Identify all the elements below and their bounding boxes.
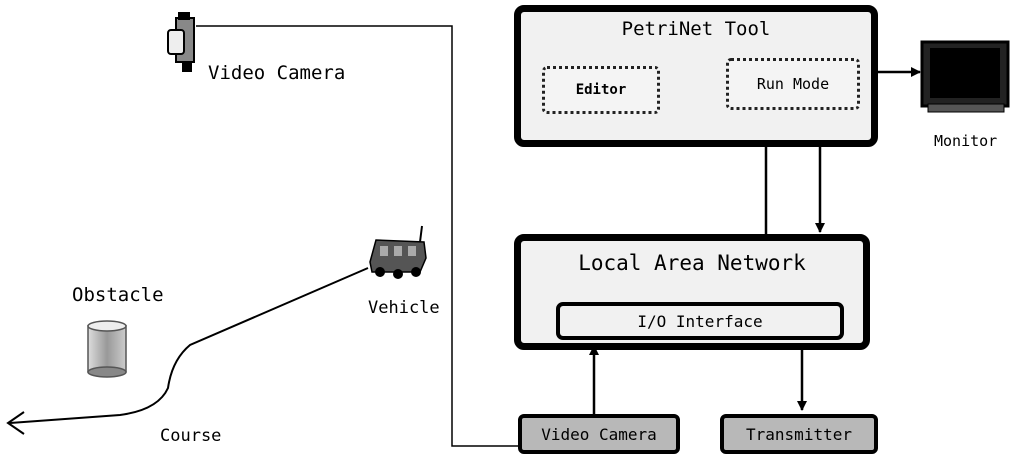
run-mode-label: Run Mode [757,75,829,93]
obstacle-icon [88,321,126,377]
video-camera-hw-label: Video Camera [541,425,657,444]
transmitter-box: Transmitter [720,414,878,454]
petrinet-tool-label: PetriNet Tool [521,18,871,40]
camera-cable-line [196,26,520,446]
obstacle-label: Obstacle [72,284,164,306]
io-interface-box: I/O Interface [556,302,844,340]
lan-label: Local Area Network [521,251,863,275]
transmitter-label: Transmitter [746,425,852,444]
video-camera-hw-box: Video Camera [518,414,680,454]
editor-box: Editor [542,66,660,114]
run-mode-box: Run Mode [726,58,860,110]
monitor-icon [922,42,1008,112]
vehicle-icon [370,226,426,279]
course-path [10,268,368,423]
editor-label: Editor [576,82,627,98]
monitor-label: Monitor [934,132,997,150]
video-camera-icon [168,12,194,72]
video-camera-label: Video Camera [208,62,345,84]
io-interface-label: I/O Interface [637,312,762,331]
course-label: Course [160,426,221,446]
vehicle-label: Vehicle [368,298,440,318]
